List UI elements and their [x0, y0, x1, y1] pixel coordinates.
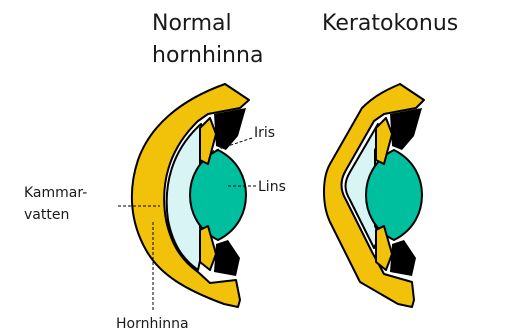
label-chamber-line2: vatten	[24, 207, 69, 223]
label-cornea: Hornhinna	[116, 316, 189, 332]
keratoconus-eye	[324, 84, 424, 307]
normal-ciliary-lower	[214, 240, 240, 276]
normal-ciliary-upper	[214, 108, 246, 150]
title-normal-line2: hornhinna	[152, 43, 263, 68]
label-chamber-line1: Kammar-	[24, 185, 87, 201]
title-keratoconus: Keratokonus	[322, 11, 458, 36]
label-iris: Iris	[254, 125, 275, 141]
title-normal-line1: Normal	[152, 11, 232, 36]
keratoconus-ciliary-upper	[390, 108, 422, 150]
label-lens: Lins	[258, 179, 286, 195]
normal-eye	[132, 84, 249, 307]
keratoconus-ciliary-lower	[390, 240, 416, 276]
